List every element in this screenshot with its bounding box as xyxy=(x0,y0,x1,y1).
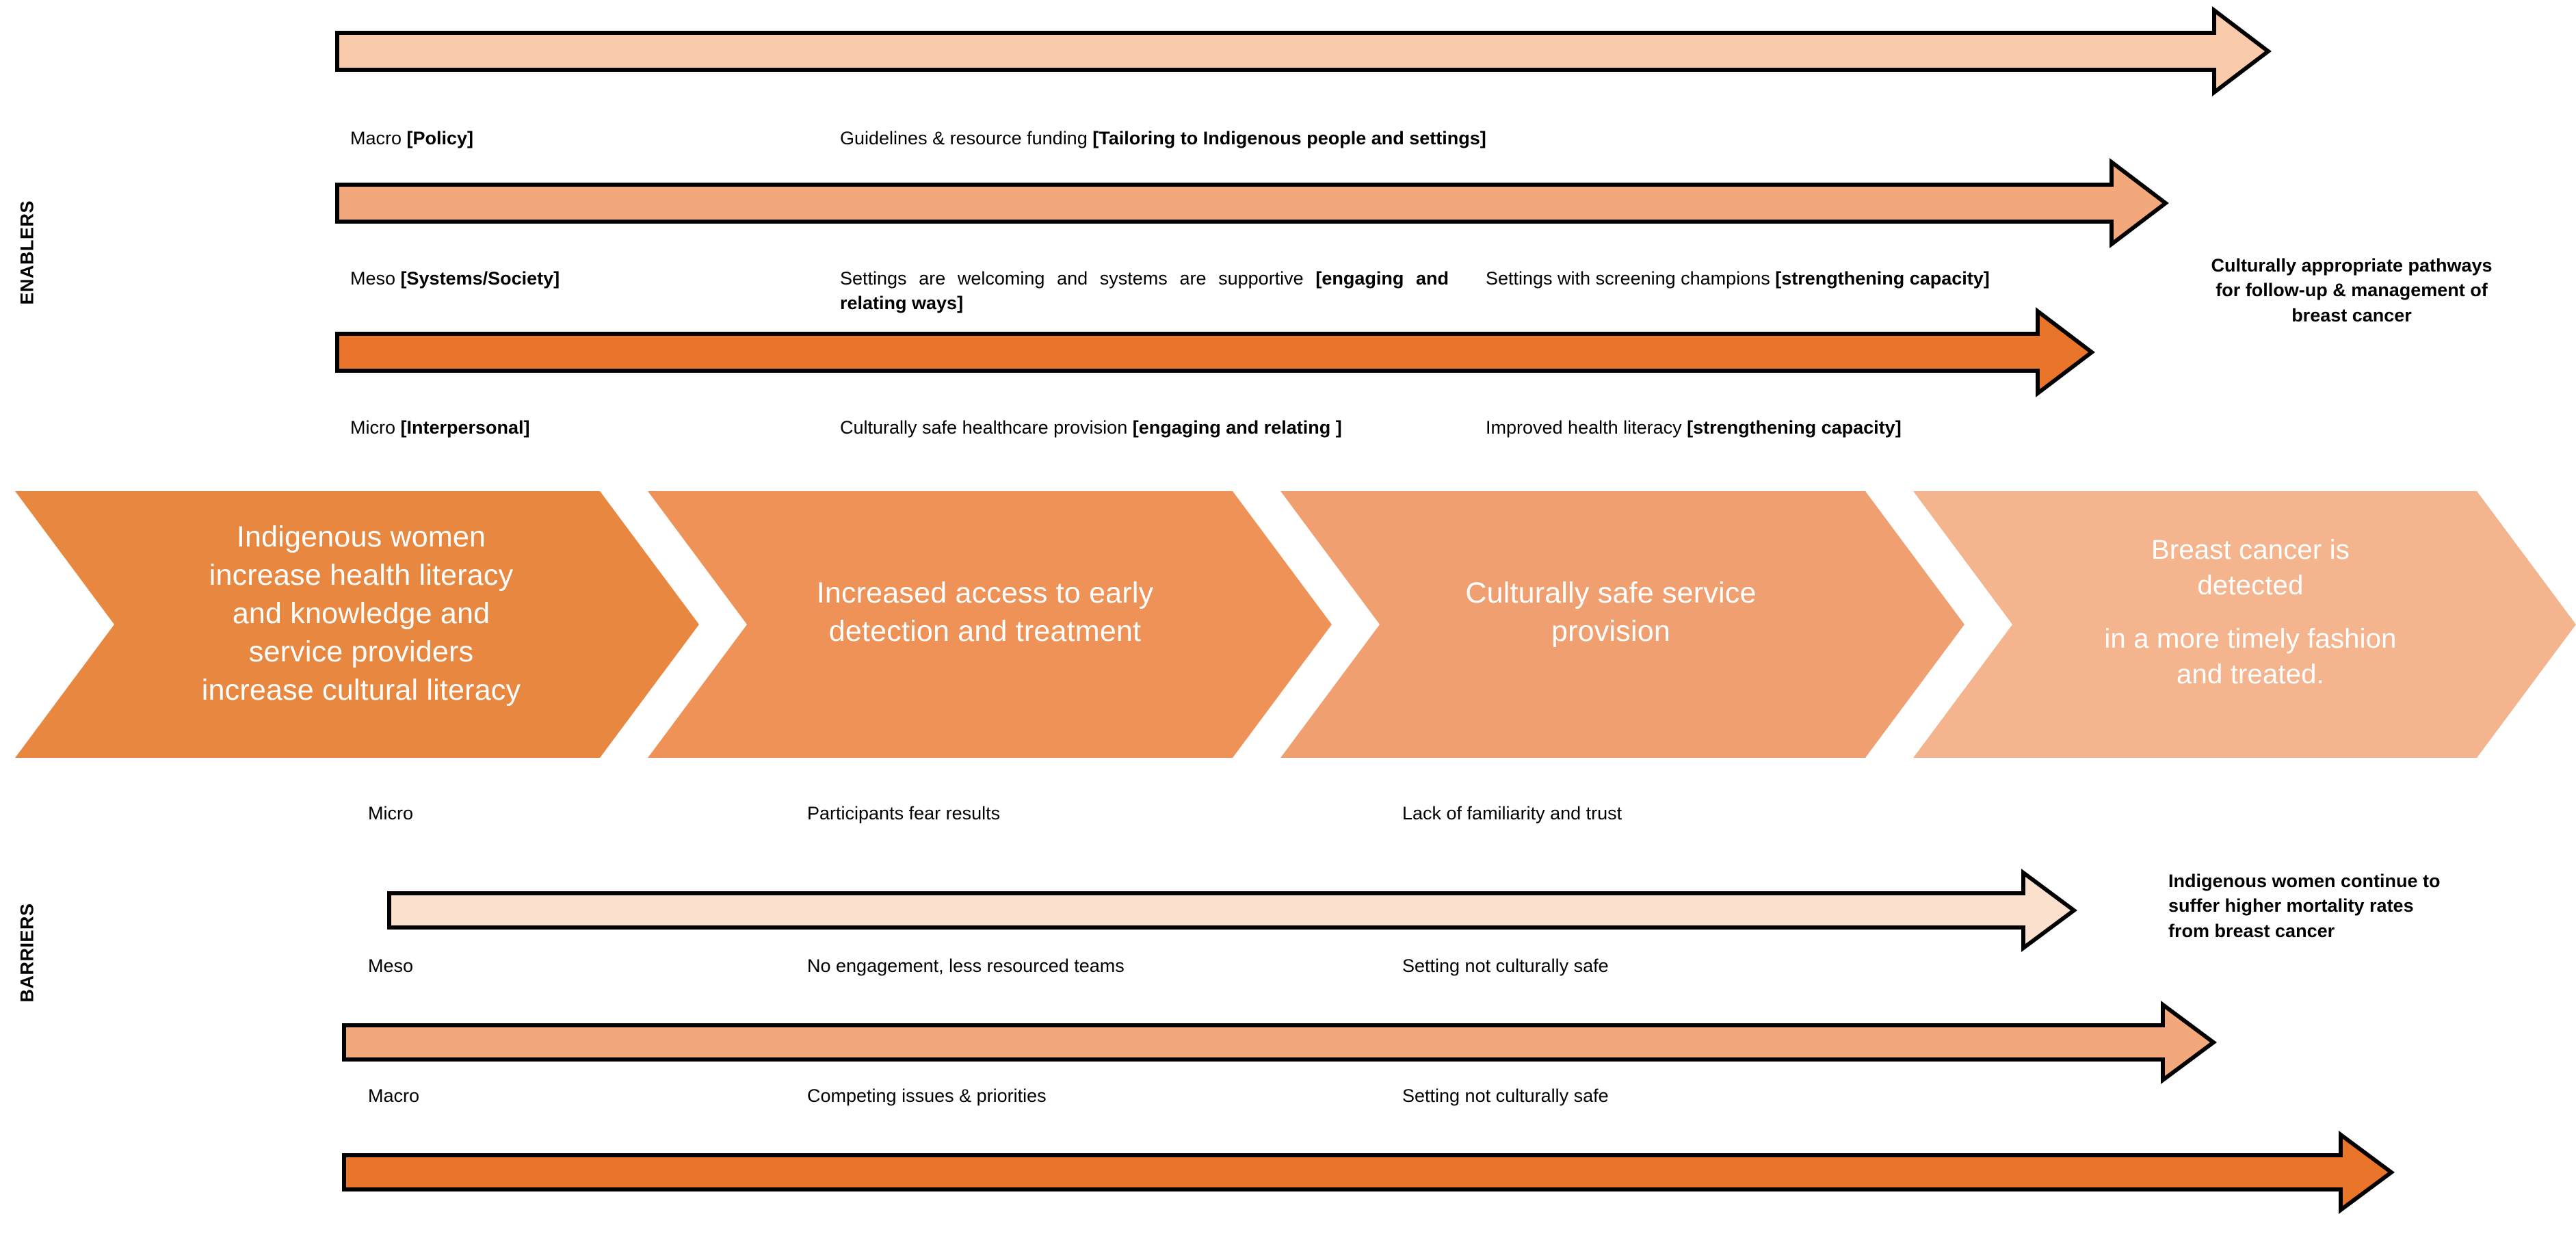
pathway-step-1-line-3: and knowledge and xyxy=(232,596,490,630)
barrier-row-micro-col2: Lack of familiarity and trust xyxy=(1402,803,1622,824)
enabler-row-macro-col1: Guidelines & resource funding [Tailoring… xyxy=(840,127,1750,151)
pathway-step-4-label: Breast cancer is detected in a more time… xyxy=(2011,532,2490,692)
enabler-row-macro-col1-plain: Guidelines & resource funding xyxy=(840,128,1093,148)
enabler-arrow-meso xyxy=(335,157,2169,249)
enabler-row-meso-col2: Settings with screening champions [stren… xyxy=(1486,267,2033,291)
barrier-arrow-meso xyxy=(342,1001,2218,1084)
barrier-row-macro-level: Macro xyxy=(368,1085,420,1106)
barrier-row-micro-col1: Participants fear results xyxy=(807,803,1001,824)
barrier-row-micro-level: Micro xyxy=(368,803,413,824)
enabler-row-meso-col1-plain: Settings are welcoming and systems are s… xyxy=(840,268,1316,289)
barriers-outcome-line-3: from breast cancer xyxy=(2168,920,2335,941)
barrier-arrow-macro-shape xyxy=(342,1131,2395,1214)
enabler-row-micro-level-bold: [Interpersonal] xyxy=(400,417,530,438)
barriers-outcome-line-1: Indigenous women continue to xyxy=(2168,871,2441,891)
pathway-step-2-shape xyxy=(648,491,1332,758)
pathway-step-2-line-2: detection and treatment xyxy=(828,614,1142,648)
enablers-section-label-text: ENABLERS xyxy=(16,200,38,305)
barriers-section-label-text: BARRIERS xyxy=(16,903,38,1003)
enabler-row-micro-level-plain: Micro xyxy=(350,417,401,438)
pathway-step-4-line-4: in a more timely fashion xyxy=(2104,624,2397,654)
pathway-step-2-label: Increased access to early detection and … xyxy=(739,575,1231,651)
pathway-chevron-band xyxy=(15,491,2576,758)
pathway-step-3-line-2: provision xyxy=(1551,614,1670,648)
pathway-step-1-line-2: increase health literacy xyxy=(209,558,514,592)
barrier-arrow-micro xyxy=(387,869,2078,952)
enabler-row-meso-level-bold: [Systems/Society] xyxy=(400,268,560,289)
pathway-step-1-line-4: service providers xyxy=(248,635,474,668)
enabler-row-macro-level-bold: [Policy] xyxy=(406,128,474,148)
enabler-row-micro-col1-plain: Culturally safe healthcare provision xyxy=(840,417,1133,438)
pathway-step-1-label: Indigenous women increase health literac… xyxy=(142,518,580,709)
enabler-arrow-micro xyxy=(335,306,2095,398)
pathway-step-4-line-5: and treated. xyxy=(2177,659,2324,689)
enabler-row-meso-col2-bold: [strengthening capacity] xyxy=(1775,268,1990,289)
enabler-row-macro-level: Macro [Policy] xyxy=(350,127,651,151)
barrier-arrow-micro-shape xyxy=(387,869,2078,952)
barrier-row-macro-col2: Setting not culturally safe xyxy=(1402,1085,1609,1106)
pathway-step-3-label: Culturally safe service provision xyxy=(1375,575,1847,651)
barrier-row-meso-col2: Setting not culturally safe xyxy=(1402,956,1609,976)
pathway-step-4-spacer xyxy=(2011,603,2490,621)
enabler-row-micro-col2-bold: [strengthening capacity] xyxy=(1687,417,1902,438)
barrier-row-macro-col1: Competing issues & priorities xyxy=(807,1085,1047,1106)
barriers-outcome-text: Indigenous women continue to suffer high… xyxy=(2168,869,2558,943)
enabler-row-meso-col1: Settings are welcoming and systems are s… xyxy=(840,267,1449,315)
enabler-row-micro-col2: Improved health literacy [strengthening … xyxy=(1486,416,2074,440)
barriers-outcome-line-2: suffer higher mortality rates xyxy=(2168,895,2414,917)
enablers-outcome-text: Culturally appropriate pathways for foll… xyxy=(2153,253,2550,328)
enablers-section-label: ENABLERS xyxy=(7,200,48,305)
enabler-row-macro-col1-bold: [Tailoring to Indigenous people and sett… xyxy=(1092,128,1486,148)
pathway-step-2-line-1: Increased access to early xyxy=(816,577,1154,609)
enabler-row-meso-col2-plain: Settings with screening champions xyxy=(1486,268,1776,289)
enablers-outcome-line-1: Culturally appropriate pathways xyxy=(2211,255,2493,276)
pathway-step-1-shape xyxy=(15,491,699,758)
enabler-arrow-macro xyxy=(335,5,2272,97)
enablers-outcome-line-3: breast cancer xyxy=(2291,304,2412,326)
enabler-row-micro-level: Micro [Interpersonal] xyxy=(350,416,672,440)
enabler-row-meso-level: Meso [Systems/Society] xyxy=(350,267,672,291)
pathway-step-4-shape xyxy=(1913,491,2576,758)
enabler-arrow-meso-shape xyxy=(335,157,2169,249)
barrier-arrow-meso-shape xyxy=(342,1001,2218,1084)
pathway-step-4-line-2: detected xyxy=(2197,570,2304,601)
enabler-row-meso-level-plain: Meso xyxy=(350,268,401,289)
pathway-step-3-line-1: Culturally safe service xyxy=(1465,577,1757,609)
enabler-row-micro-col2-plain: Improved health literacy xyxy=(1486,417,1687,438)
pathway-step-1-line-5: increase cultural literacy xyxy=(201,673,521,707)
pathway-step-4-line-1: Breast cancer is xyxy=(2151,535,2350,565)
enabler-arrow-micro-shape xyxy=(335,306,2095,398)
enablers-outcome-line-2: for follow-up & management of xyxy=(2216,280,2488,301)
enabler-row-meso-col1-bold: [engaging and relating ways] xyxy=(840,268,1449,313)
pathway-step-3-shape xyxy=(1280,491,1964,758)
barrier-arrow-macro xyxy=(342,1131,2395,1214)
enabler-row-micro-col1: Culturally safe healthcare provision [en… xyxy=(840,416,1449,440)
enabler-row-micro-col1-bold: [engaging and relating ] xyxy=(1132,417,1342,438)
enabler-row-macro-level-plain: Macro xyxy=(350,128,407,148)
enabler-arrow-macro-shape xyxy=(335,5,2272,97)
barrier-row-meso-col1: No engagement, less resourced teams xyxy=(807,956,1125,976)
pathway-step-1-line-1: Indigenous women xyxy=(236,521,486,553)
barriers-section-label: BARRIERS xyxy=(7,903,48,1002)
barrier-row-meso-level: Meso xyxy=(368,956,414,976)
